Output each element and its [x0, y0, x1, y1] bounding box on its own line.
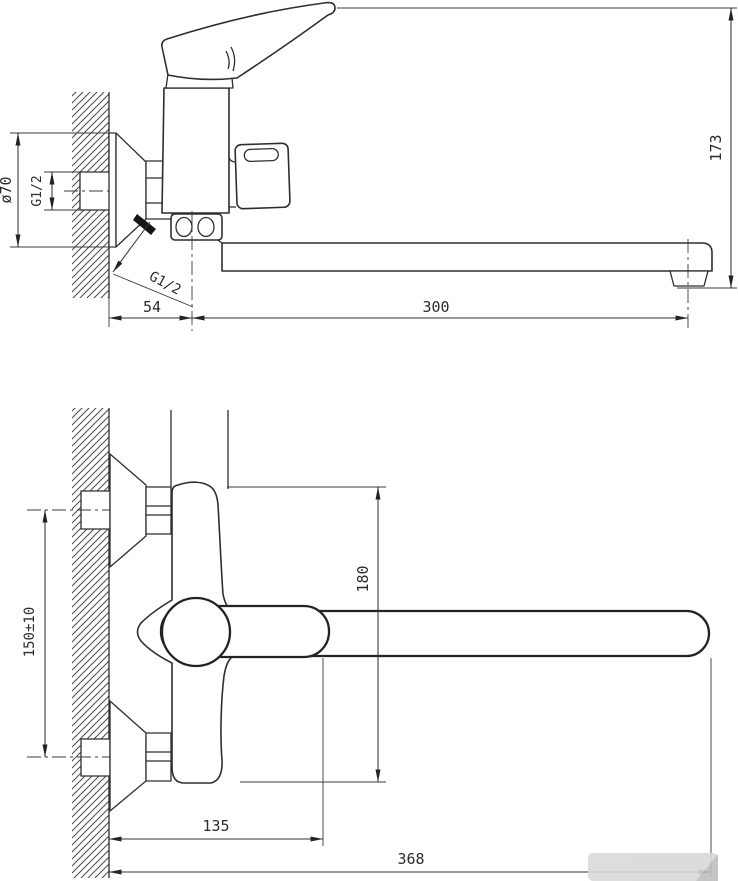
upper-escutcheon-cone: [109, 453, 147, 568]
handle-detail-lines: [225, 46, 236, 72]
mount-screw-right: [197, 216, 215, 238]
side-view: ø70 G1/2 G1/2 54 300 173: [0, 1, 737, 331]
dim-spout-reach: 300: [422, 298, 449, 316]
dim-inlet-spacing: 150±10: [22, 607, 38, 658]
upper-nut-flats: [146, 505, 171, 516]
body-neck-lines: [170, 410, 229, 489]
lower-pipe-stub: [80, 738, 111, 777]
dim-flange-diameter: ø70: [0, 176, 15, 203]
dim-overall-length: 368: [397, 850, 424, 868]
mount-screw-left: [175, 216, 193, 238]
dim-height: 173: [707, 134, 725, 161]
leader-tail: [112, 273, 194, 308]
ext-flange: [10, 132, 116, 248]
diverter-knob: [234, 142, 291, 210]
watermark: [588, 853, 718, 881]
thread-section-mark: [133, 214, 156, 235]
aerator: [669, 270, 709, 287]
handle-knob: [160, 596, 232, 668]
lever-handle-side: [161, 1, 336, 81]
ext-height: [337, 7, 737, 289]
wall-hatching-front: [72, 408, 109, 878]
front-view: 150±10 180 135 368: [22, 408, 712, 878]
ext-180: [227, 486, 386, 783]
dim-body-height: 180: [354, 565, 372, 592]
lower-nut: [145, 732, 172, 782]
lower-escutcheon-cone: [109, 700, 147, 812]
mixer-body-side: [161, 87, 230, 214]
escutcheon-cone: [115, 132, 147, 248]
lower-nut-flats: [146, 751, 171, 762]
escutcheon-flange: [108, 132, 117, 248]
diverter-slot: [243, 147, 279, 163]
leader-outlet-thread: [112, 221, 151, 273]
dim-inlet-thread: G1/2: [30, 175, 45, 206]
dim-outlet-thread: G1/2: [146, 268, 183, 298]
dim-wall-offset: 54: [143, 298, 161, 316]
upper-nut: [145, 486, 172, 535]
dim-handle-offset: 135: [202, 817, 229, 835]
spout-side: [221, 242, 713, 272]
